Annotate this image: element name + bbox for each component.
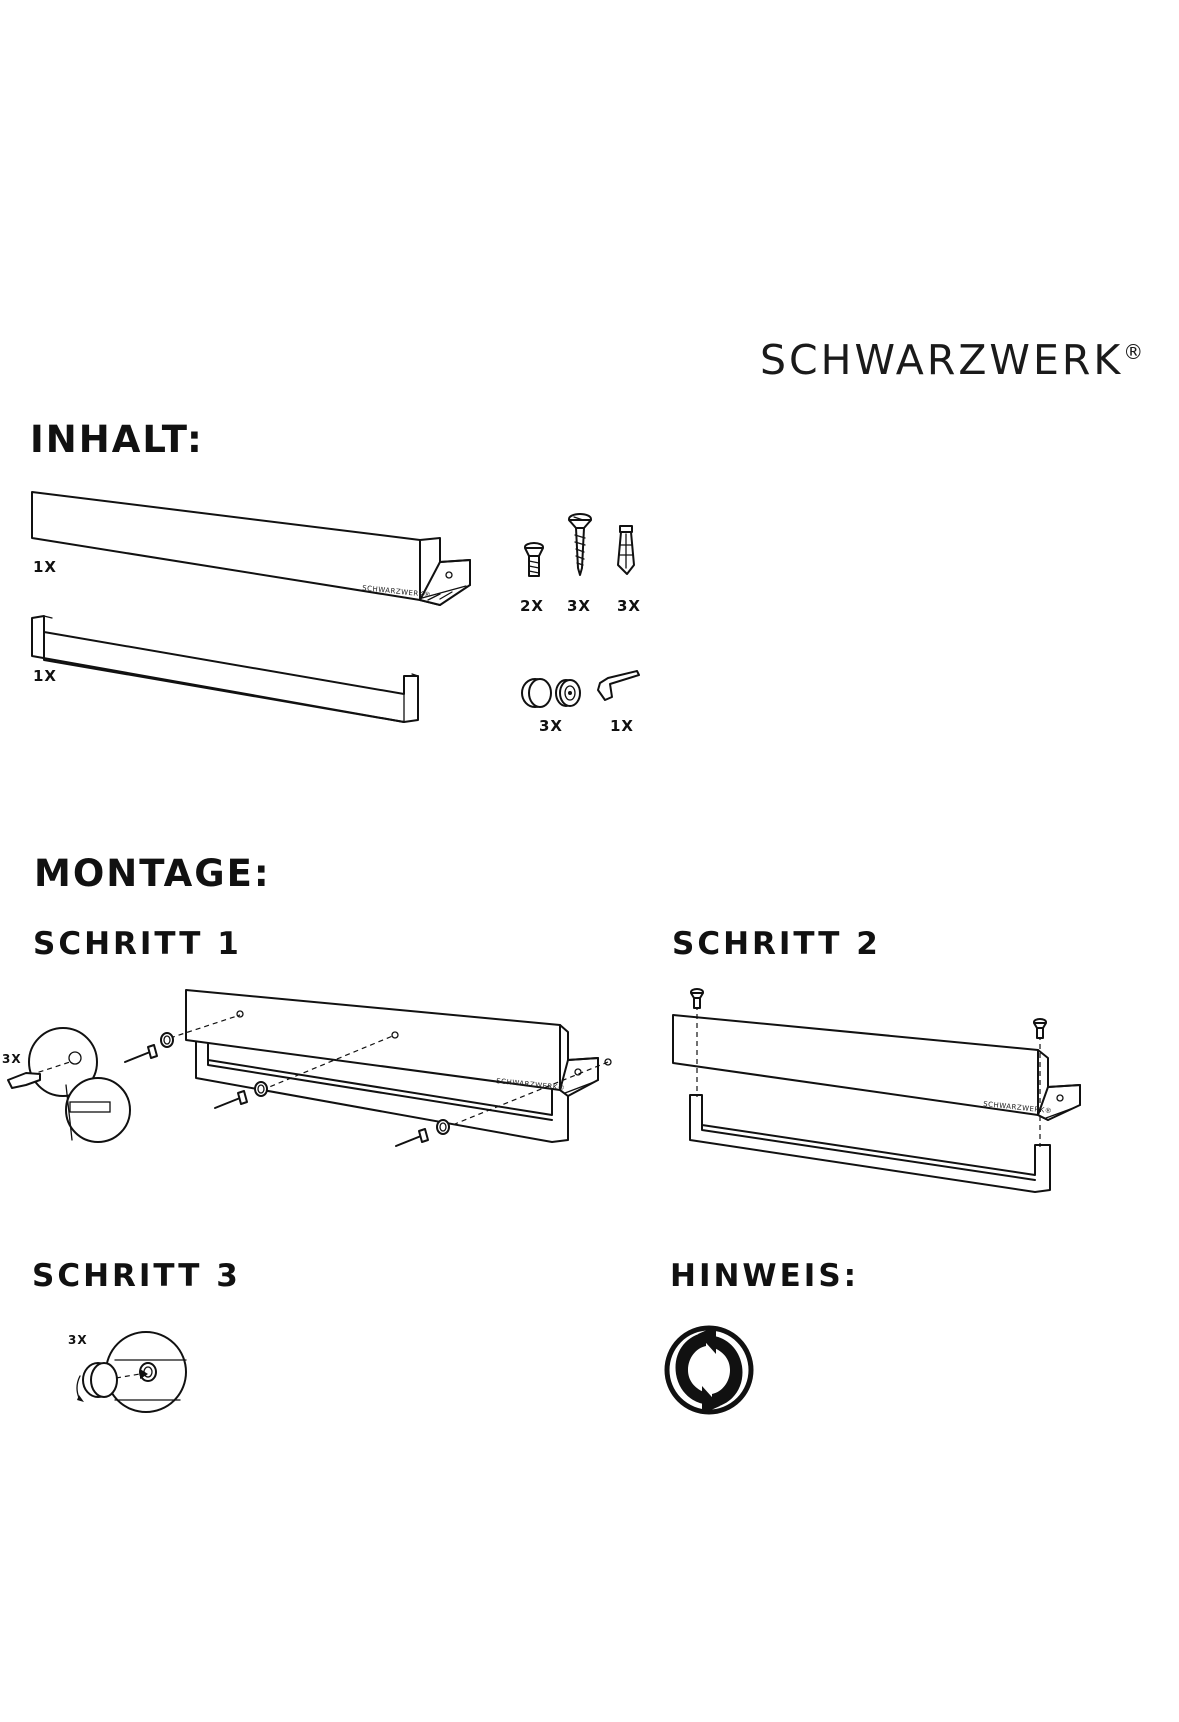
step1-qty: 3X <box>2 1052 22 1066</box>
step1-wall-detail <box>7 1027 131 1143</box>
shelf-qty: 1X <box>33 558 58 576</box>
wood-screw-qty: 3X <box>567 597 592 615</box>
step3-title: SCHRITT 3 <box>32 1258 241 1294</box>
brand-name: SCHWARZWERK <box>760 336 1124 384</box>
step1-screw-2 <box>214 1081 268 1109</box>
rail-qty: 1X <box>33 667 58 685</box>
step1-screw-3 <box>395 1119 450 1147</box>
brand-logo: SCHWARZWERK® <box>760 336 1143 384</box>
note-title: HINWEIS: <box>670 1258 860 1294</box>
step1-title: SCHRITT 1 <box>33 926 242 962</box>
step2-screw-right <box>1033 1018 1047 1039</box>
step2-screw-left <box>690 988 704 1009</box>
step3-qty: 3X <box>68 1333 88 1347</box>
step1-screw-1 <box>124 1032 174 1063</box>
hex-key-qty: 1X <box>610 717 635 735</box>
caps-qty: 3X <box>539 717 564 735</box>
assembly-heading: MONTAGE: <box>34 852 271 895</box>
shelf-drawing <box>31 491 471 606</box>
wall-plug-qty: 3X <box>617 597 642 615</box>
brand-registered-mark: ® <box>1123 340 1144 364</box>
contents-heading: INHALT: <box>30 418 204 461</box>
step2-title: SCHRITT 2 <box>672 926 881 962</box>
small-screw-qty: 2X <box>520 597 545 615</box>
